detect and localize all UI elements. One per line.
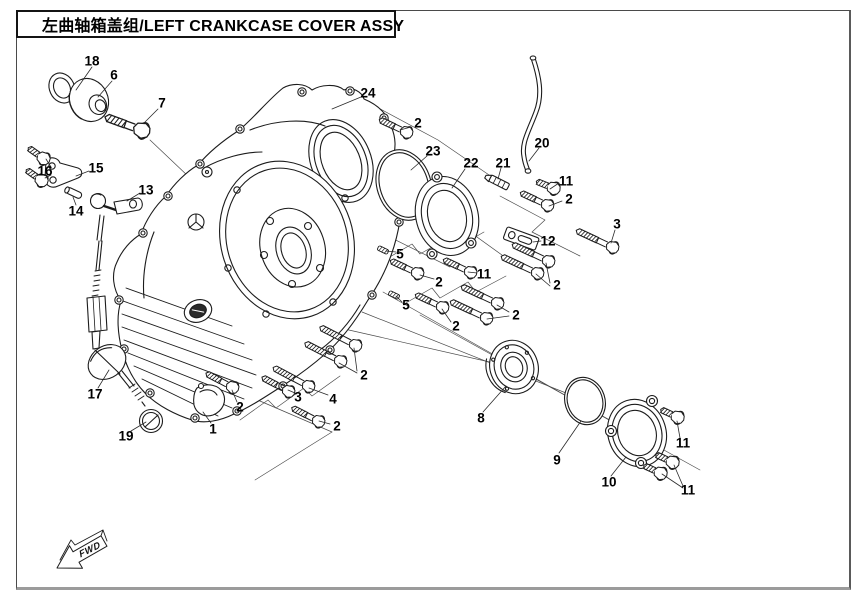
oil-port [183,299,213,323]
shift-arm-13 [86,192,143,350]
cvt-opening [308,119,374,203]
shift-shaft-boss [187,166,213,231]
oring-19 [138,408,164,434]
washer-18 [48,72,76,104]
fwd-arrow [56,529,108,569]
bracket-15 [44,157,83,188]
hose-20 [520,55,543,174]
title-box: 左曲轴箱盖组/LEFT CRANKCASE COVER ASSY [16,10,404,38]
pin-14 [64,186,83,199]
cover-22 [414,171,480,260]
clutch-boss [218,160,356,320]
dipstick-17 [87,344,146,407]
main-cover [112,83,404,423]
oring-9 [564,376,606,426]
face-bolt-holes [224,186,349,318]
bolt-7 [101,108,154,142]
fitting-21 [484,174,510,191]
clamp-1 [193,382,226,417]
bearing-8 [485,339,539,395]
page-title: 左曲轴箱盖组/LEFT CRANKCASE COVER ASSY [42,18,405,35]
retainer-10 [604,394,668,470]
leader-lines [44,66,684,489]
page-border [16,10,851,590]
roller-6 [68,77,110,123]
